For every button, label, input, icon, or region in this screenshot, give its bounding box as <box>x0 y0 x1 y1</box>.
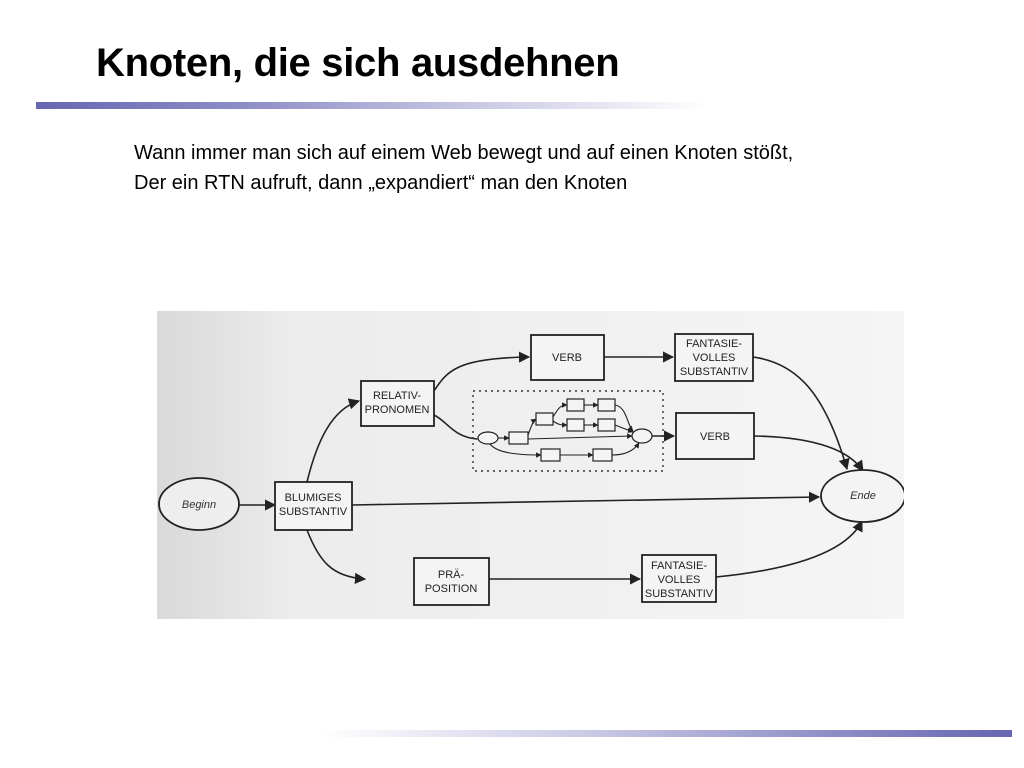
sub-edge-h <box>614 424 634 433</box>
sub-edge-i <box>527 433 633 440</box>
node-blumiges-substantiv: BLUMIGES SUBSTANTIV <box>274 481 353 531</box>
edge-fantasie-bottom-ende <box>715 519 863 578</box>
body-text-line-1: Wann immer man sich auf einem Web bewegt… <box>134 142 794 164</box>
node-beginn: Beginn <box>158 477 240 531</box>
sub-box-1 <box>508 431 529 445</box>
node-relativ-pronomen: RELATIV- PRONOMEN <box>360 380 435 427</box>
sub-edge-c <box>552 402 568 418</box>
sub-box-7 <box>540 448 561 462</box>
verb-mid-label: VERB <box>700 431 730 443</box>
sub-edge-j <box>489 443 542 458</box>
sub-edge-e <box>552 420 568 428</box>
relativ-line-1: RELATIV- <box>373 390 421 402</box>
sub-entry-node <box>477 431 499 445</box>
node-verb-top: VERB <box>530 334 605 381</box>
sub-box-6 <box>597 418 616 432</box>
title-divider <box>36 102 708 109</box>
node-praeposition: PRÄ- POSITION <box>413 557 490 606</box>
node-fantasie-bottom: FANTASIE- VOLLES SUBSTANTIV <box>641 554 717 603</box>
fantasie-bottom-line-1: FANTASIE- <box>651 560 707 572</box>
node-fantasie-top: FANTASIE- VOLLES SUBSTANTIV <box>674 333 754 382</box>
sub-edge-l <box>611 442 640 456</box>
praeposition-line-1: PRÄ- <box>438 569 465 581</box>
fantasie-top-line-3: SUBSTANTIV <box>680 366 749 378</box>
sub-box-4 <box>597 398 616 412</box>
network-edges <box>239 351 864 585</box>
expanded-frame <box>472 390 664 472</box>
node-verb-mid: VERB <box>675 412 755 460</box>
node-ende: Ende <box>820 469 904 523</box>
node-beginn-label: Beginn <box>182 499 216 511</box>
verb-top-label: VERB <box>552 352 582 364</box>
edge-verb-mid-ende <box>753 435 864 472</box>
edge-relativ-expanded <box>433 414 478 440</box>
footer-divider <box>320 730 1012 737</box>
edge-blumiges-praeposition <box>306 529 367 584</box>
body-text: Wann immer man sich auf einem Web bewegt… <box>134 138 994 198</box>
fantasie-bottom-line-3: SUBSTANTIV <box>645 588 714 600</box>
edge-fantasie-top-ende <box>752 356 850 471</box>
sub-edge-b <box>527 418 537 436</box>
edge-blumiges-ende <box>351 491 821 506</box>
fantasie-bottom-line-2: VOLLES <box>658 574 701 586</box>
body-text-line-2: Der ein RTN aufruft, dann „expandiert“ m… <box>134 172 628 194</box>
blumiges-line-1: BLUMIGES <box>285 492 342 504</box>
praeposition-line-2: POSITION <box>425 583 478 595</box>
blumiges-line-2: SUBSTANTIV <box>279 506 348 518</box>
rtn-diagram: Beginn Ende BLUMIGES SUBSTANTIV RELATIV-… <box>157 311 904 619</box>
edge-relativ-verb-top <box>433 351 531 392</box>
sub-exit-node <box>631 428 653 444</box>
sub-box-2 <box>535 412 554 426</box>
slide-title: Knoten, die sich ausdehnen <box>96 41 620 85</box>
sub-box-8 <box>592 448 613 462</box>
fantasie-top-line-2: VOLLES <box>693 352 736 364</box>
expanded-subnetwork <box>472 390 664 472</box>
relativ-line-2: PRONOMEN <box>365 404 430 416</box>
node-ende-label: Ende <box>850 490 876 502</box>
sub-box-3 <box>566 398 585 412</box>
edge-blumiges-relativ <box>306 398 361 483</box>
sub-box-5 <box>566 418 585 432</box>
fantasie-top-line-1: FANTASIE- <box>686 338 742 350</box>
